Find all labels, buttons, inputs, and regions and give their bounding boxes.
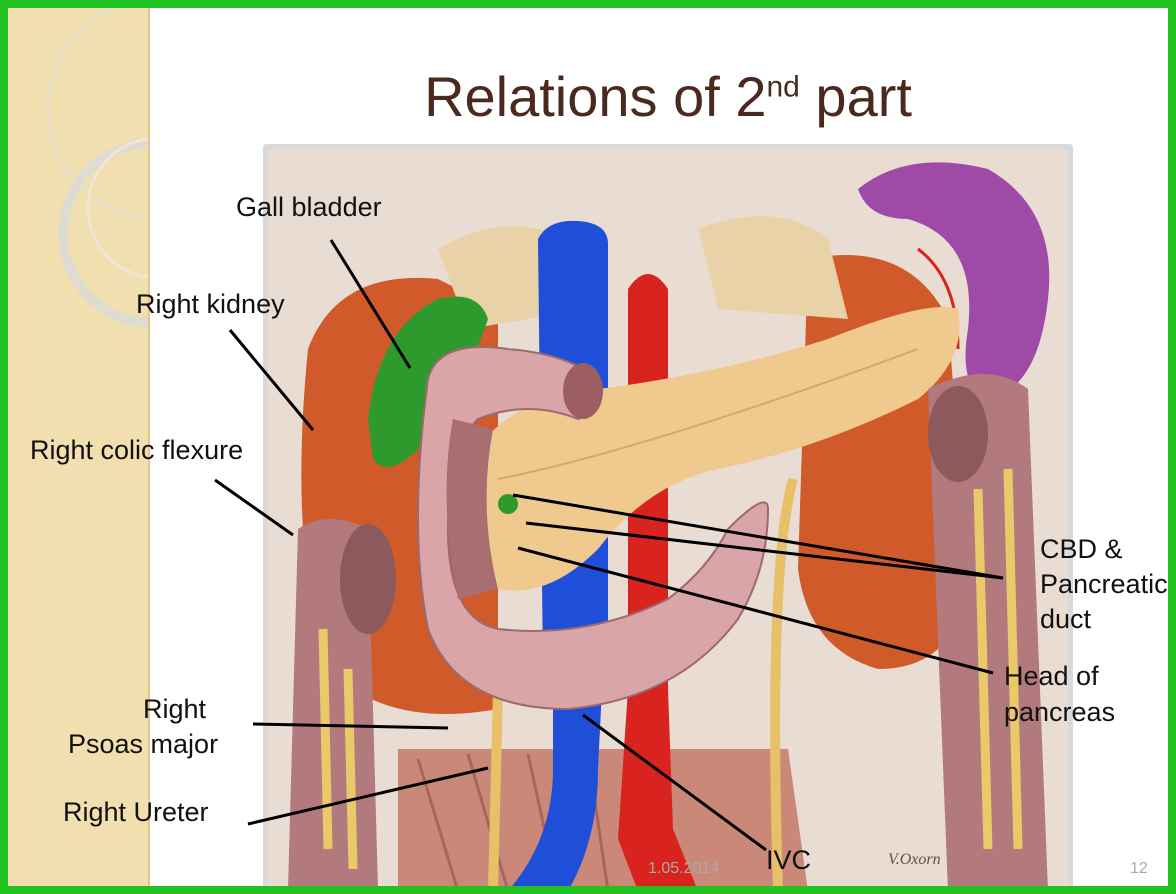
leader-ureter (248, 768, 488, 824)
label-right-ureter: Right Ureter (63, 796, 209, 828)
page-number: 12 (1130, 860, 1148, 878)
label-cbd-line3: duct (1040, 603, 1091, 635)
leader-head-of-pancreas (518, 548, 993, 673)
label-gall-bladder: Gall bladder (236, 191, 382, 223)
leader-gall-bladder (331, 240, 410, 368)
footer-date: 1.05.2014 (648, 860, 719, 878)
leader-right-colic-flexure (215, 480, 293, 535)
label-head-of-pancreas-line2: pancreas (1004, 696, 1115, 728)
label-head-of-pancreas-line1: Head of (1004, 660, 1099, 692)
label-psoas-line2: Psoas major (68, 728, 218, 760)
leader-ivc (583, 715, 766, 850)
label-psoas-line1: Right (143, 693, 206, 725)
leader-right-kidney (230, 330, 313, 430)
label-cbd-line1: CBD & (1040, 533, 1123, 565)
leader-psoas (253, 724, 448, 728)
label-right-colic-flexure: Right colic flexure (30, 434, 243, 466)
label-cbd-line2: Pancreatic (1040, 568, 1176, 600)
label-right-kidney: Right kidney (136, 288, 285, 320)
label-ivc: IVC (766, 844, 811, 876)
